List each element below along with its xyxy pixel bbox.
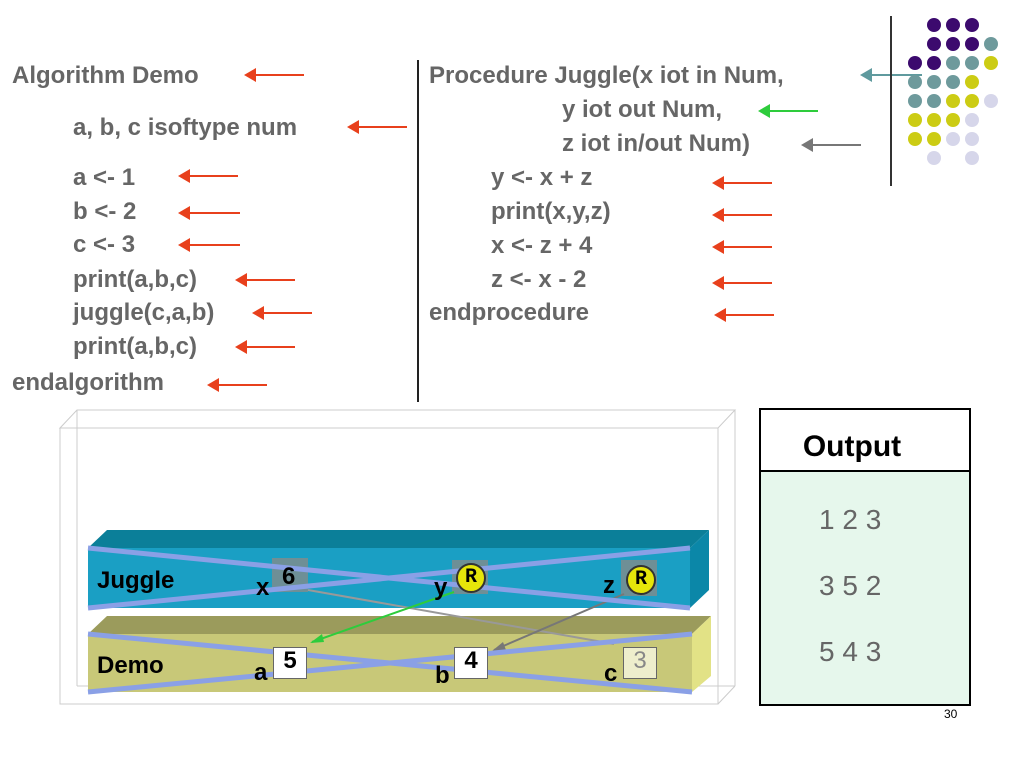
algorithm-title: Algorithm Demo <box>12 62 199 89</box>
decor-dot <box>927 113 941 127</box>
arrow-algorithm-end <box>207 378 267 392</box>
demo-var-c-value: 3 <box>623 647 657 679</box>
arrow-param-z <box>801 138 861 152</box>
algorithm-line-b: b <- 2 <box>73 198 137 225</box>
arrow-line-juggle <box>252 306 312 320</box>
algorithm-line-juggle: juggle(c,a,b) <box>73 299 215 326</box>
decor-dot <box>946 94 960 108</box>
decor-dot <box>908 75 922 89</box>
flow-arrowhead-a <box>310 634 324 643</box>
demo-var-c-name: c <box>604 660 618 687</box>
decor-dot <box>984 56 998 70</box>
demo-var-a-value: 5 <box>273 647 307 679</box>
decor-dot <box>965 18 979 32</box>
decor-dot <box>908 94 922 108</box>
juggle-frame-label: Juggle <box>97 567 175 594</box>
decor-dot <box>927 75 941 89</box>
procedure-param-z: z iot in/out Num) <box>562 130 750 157</box>
arrow-line-a <box>178 169 238 183</box>
juggle-var-y-name: y <box>434 574 448 601</box>
juggle-var-z-name: z <box>603 572 615 599</box>
decor-dot <box>984 94 998 108</box>
decor-dot <box>965 37 979 51</box>
decor-dot <box>946 37 960 51</box>
procedure-line-2: print(x,y,z) <box>491 198 611 225</box>
decor-dot <box>927 37 941 51</box>
arrow-line-c <box>178 238 240 252</box>
arrow-line-declare <box>347 120 407 134</box>
demo-frame-label: Demo <box>97 652 164 679</box>
decor-vertical-line <box>890 16 892 186</box>
output-title: Output <box>802 430 902 463</box>
decor-dot <box>965 151 979 165</box>
procedure-header: Procedure Juggle(x iot in Num, <box>429 62 784 89</box>
decor-dot <box>965 56 979 70</box>
decor-dot <box>946 113 960 127</box>
output-line-1: 1 2 3 <box>819 504 882 535</box>
arrow-algorithm-title <box>244 68 304 82</box>
decor-dot <box>965 132 979 146</box>
decor-dot <box>946 56 960 70</box>
output-header: Output <box>761 410 969 472</box>
juggle-var-y-ref-badge: R <box>456 563 486 593</box>
algorithm-line-print1: print(a,b,c) <box>73 266 197 293</box>
algorithm-line-print2: print(a,b,c) <box>73 333 197 360</box>
page-number: 30 <box>944 707 958 721</box>
juggle-var-z-ref-badge: R <box>626 565 656 595</box>
decor-dot <box>927 151 941 165</box>
decor-dot <box>908 132 922 146</box>
arrow-line-print1 <box>235 273 295 287</box>
cross-out-lines <box>87 545 693 695</box>
procedure-param-y: y iot out Num, <box>562 96 722 123</box>
arrow-proc-line-4 <box>712 276 772 290</box>
procedure-line-3: x <- z + 4 <box>491 232 593 259</box>
arrow-proc-line-3 <box>712 240 772 254</box>
arrow-procedure-end <box>714 308 774 322</box>
arrow-line-print2 <box>235 340 295 354</box>
demo-var-a-name: a <box>254 659 268 686</box>
decor-dot <box>946 18 960 32</box>
juggle-var-x-value: 6 <box>282 563 296 590</box>
output-line-2: 3 5 2 <box>819 570 882 601</box>
arrow-line-b <box>178 206 240 220</box>
decor-dot <box>965 94 979 108</box>
decor-dot <box>927 94 941 108</box>
arrow-param-y <box>758 104 818 118</box>
decor-dot <box>946 132 960 146</box>
flow-arrow-z-to-b <box>493 593 625 651</box>
decor-dot <box>927 18 941 32</box>
algorithm-line-a: a <- 1 <box>73 164 136 191</box>
decor-dot <box>984 37 998 51</box>
column-divider <box>417 60 419 402</box>
algorithm-line-declare: a, b, c isoftype num <box>73 114 298 141</box>
decor-dot <box>927 56 941 70</box>
procedure-line-1: y <- x + z <box>491 164 593 191</box>
juggle-var-x-name: x <box>256 574 270 601</box>
arrow-procedure-header <box>860 68 922 82</box>
flow-arrow-y-to-a <box>311 591 455 643</box>
output-line-3: 5 4 3 <box>819 636 882 667</box>
decor-dot <box>927 132 941 146</box>
demo-var-b-name: b <box>435 662 450 689</box>
flow-line-x-to-c <box>307 589 615 645</box>
decor-dot <box>908 56 922 70</box>
procedure-line-4: z <- x - 2 <box>491 266 587 293</box>
decor-dot <box>908 113 922 127</box>
arrow-proc-line-1 <box>712 176 772 190</box>
output-panel: Output 1 2 3 3 5 2 5 4 3 <box>759 408 971 706</box>
decor-dot <box>965 75 979 89</box>
demo-var-b-value: 4 <box>454 647 488 679</box>
decor-dot <box>965 113 979 127</box>
decor-dot <box>946 75 960 89</box>
procedure-end: endprocedure <box>429 299 590 326</box>
flow-arrowhead-b <box>492 642 506 651</box>
arrow-proc-line-2 <box>712 208 772 222</box>
algorithm-line-c: c <- 3 <box>73 231 136 258</box>
algorithm-end: endalgorithm <box>12 369 165 396</box>
